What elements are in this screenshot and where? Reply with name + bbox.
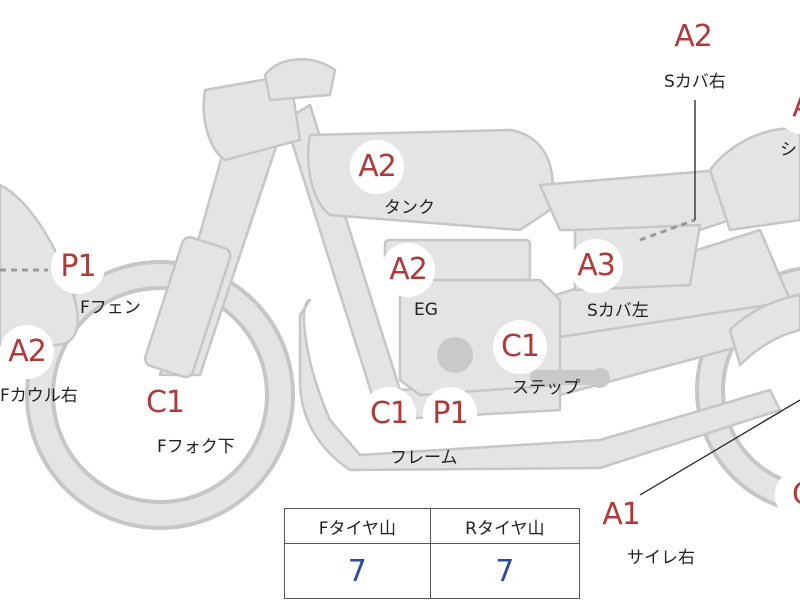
part-label-seat: シ (780, 140, 797, 160)
code-badge-engine: A2 (381, 243, 435, 297)
front-tread-header: Fタイヤ山 (284, 508, 431, 544)
part-label-f-fork-lower: Fフォク下 (157, 437, 235, 457)
silencer-pointer (639, 399, 800, 496)
front-cowl (0, 183, 79, 347)
code-badge-silencer-right: A1 (594, 488, 648, 542)
code-badge-s-cover-left: A3 (569, 239, 623, 293)
tire-tread-table: Fタイヤ山 Rタイヤ山 7 7 (284, 508, 581, 599)
part-label-f-fender: Fフェン (80, 298, 141, 318)
rear-fender (728, 293, 800, 367)
part-label-s-cover-left: Sカバ左 (587, 301, 649, 321)
engine-sprocket (437, 337, 473, 373)
part-label-s-cover-right: Sカバ右 (664, 72, 726, 92)
headlight (263, 58, 337, 102)
rear-tread-header: Rタイヤ山 (429, 508, 581, 544)
code-badge-step: C1 (493, 320, 547, 374)
code-badge-frame-p1: P1 (423, 387, 477, 441)
code-badge-f-cowl-right: A2 (0, 325, 54, 379)
part-label-frame: フレーム (390, 448, 458, 468)
step-bar (530, 370, 605, 385)
part-label-f-cowl-right: Fカウル右 (0, 386, 78, 406)
exhaust-pipe (298, 298, 782, 472)
rear-tread-value: 7 (429, 543, 581, 599)
front-tread-value: 7 (284, 543, 431, 599)
code-badge-s-cover-right: A2 (666, 10, 720, 64)
code-badge-f-fender: P1 (51, 240, 105, 294)
tail-cowl (708, 127, 800, 232)
s-cover-right-pointer-dashed (639, 218, 696, 242)
part-label-tank: タンク (384, 198, 435, 218)
part-label-step: ステップ (512, 378, 580, 398)
code-badge-frame-c1: C1 (362, 387, 416, 441)
fork-lower (143, 236, 232, 379)
code-badge-f-fork-lower: C1 (138, 376, 192, 430)
part-label-engine: EG (414, 300, 438, 320)
part-label-silencer-right: サイレ右 (627, 548, 695, 568)
code-badge-tank: A2 (350, 140, 404, 194)
